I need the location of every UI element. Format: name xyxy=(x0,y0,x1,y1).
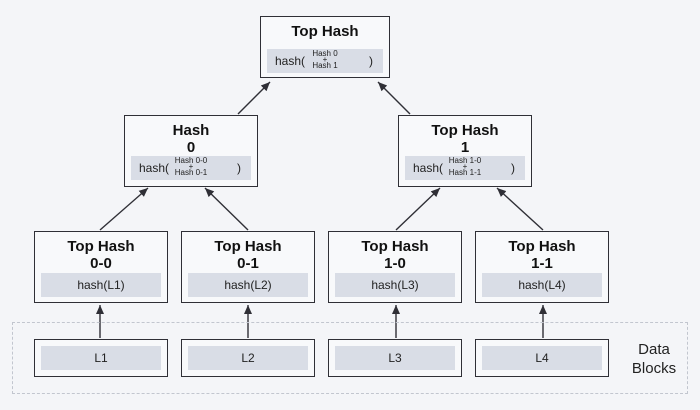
plus-sign: + xyxy=(188,162,194,171)
hash-function-label: hash( xyxy=(139,161,170,175)
hash-1-node: Top Hash 1 hash( Hash 1-0 + Hash 1-1 ) xyxy=(398,115,532,187)
leaf-hash-node-0-1: Top Hash 0-1 hash(L2) xyxy=(181,231,315,303)
leaf-hash-node-0-0: Top Hash 0-0 hash(L1) xyxy=(34,231,168,303)
data-block-l3: L3 xyxy=(328,339,462,377)
leaf-hash-title: Top Hash 0-1 xyxy=(214,238,282,272)
hash-1-title: Top Hash 1 xyxy=(431,122,499,156)
leaf-hash-title: Top Hash 1-1 xyxy=(508,238,576,272)
hash-arguments: Hash 0 + Hash 1 xyxy=(267,49,383,70)
hash-arguments: Hash 0-0 + Hash 0-1 xyxy=(131,156,251,177)
closing-paren: ) xyxy=(511,161,515,175)
arrow-h1-to-top xyxy=(377,81,411,115)
hash-0-title: Hash 0 xyxy=(172,122,210,156)
hash-0-node: Hash 0 hash( Hash 0-0 + Hash 0-1 ) xyxy=(124,115,258,187)
leaf-hash-value: hash(L1) xyxy=(41,273,161,297)
hash-arg-1: Hash 1-0 xyxy=(448,156,482,165)
data-block-l2: L2 xyxy=(181,339,315,377)
data-block-l4: L4 xyxy=(475,339,609,377)
data-blocks-region xyxy=(12,322,688,394)
closing-paren: ) xyxy=(237,161,241,175)
hash-arg-2: Hash 1 xyxy=(312,61,338,70)
data-block-label: L2 xyxy=(188,346,308,370)
arrow-l01-to-h0 xyxy=(204,187,249,231)
data-block-label: L1 xyxy=(41,346,161,370)
top-hash-node: Top Hash hash( Hash 0 + Hash 1 ) xyxy=(260,16,390,78)
arrow-l00-to-h0 xyxy=(99,187,149,231)
arrow-l11-to-h1 xyxy=(496,187,544,231)
hash-arg-2: Hash 0-1 xyxy=(174,168,208,177)
leaf-hash-value: hash(L4) xyxy=(482,273,602,297)
hash-1-formula: hash( Hash 1-0 + Hash 1-1 ) xyxy=(405,156,525,180)
hash-arg-1: Hash 0-0 xyxy=(174,156,208,165)
hash-function-label: hash( xyxy=(413,161,444,175)
hash-arg-1: Hash 0 xyxy=(312,49,338,58)
top-hash-formula: hash( Hash 0 + Hash 1 ) xyxy=(267,49,383,73)
leaf-hash-title: Top Hash 0-0 xyxy=(67,238,135,272)
arrow-l10-to-h1 xyxy=(395,187,441,231)
top-hash-title: Top Hash xyxy=(291,23,359,40)
plus-sign: + xyxy=(462,162,468,171)
hash-arguments: Hash 1-0 + Hash 1-1 xyxy=(405,156,525,177)
data-block-label: L3 xyxy=(335,346,455,370)
data-blocks-label: Data Blocks xyxy=(631,341,677,377)
hash-function-label: hash( xyxy=(275,54,306,68)
plus-sign: + xyxy=(322,55,328,64)
hash-0-formula: hash( Hash 0-0 + Hash 0-1 ) xyxy=(131,156,251,180)
closing-paren: ) xyxy=(369,54,373,68)
leaf-hash-value: hash(L2) xyxy=(188,273,308,297)
data-block-label: L4 xyxy=(482,346,602,370)
leaf-hash-node-1-1: Top Hash 1-1 hash(L4) xyxy=(475,231,609,303)
leaf-hash-title: Top Hash 1-0 xyxy=(361,238,429,272)
arrow-h0-to-top xyxy=(237,81,271,115)
leaf-hash-node-1-0: Top Hash 1-0 hash(L3) xyxy=(328,231,462,303)
leaf-hash-value: hash(L3) xyxy=(335,273,455,297)
data-block-l1: L1 xyxy=(34,339,168,377)
hash-arg-2: Hash 1-1 xyxy=(448,168,482,177)
